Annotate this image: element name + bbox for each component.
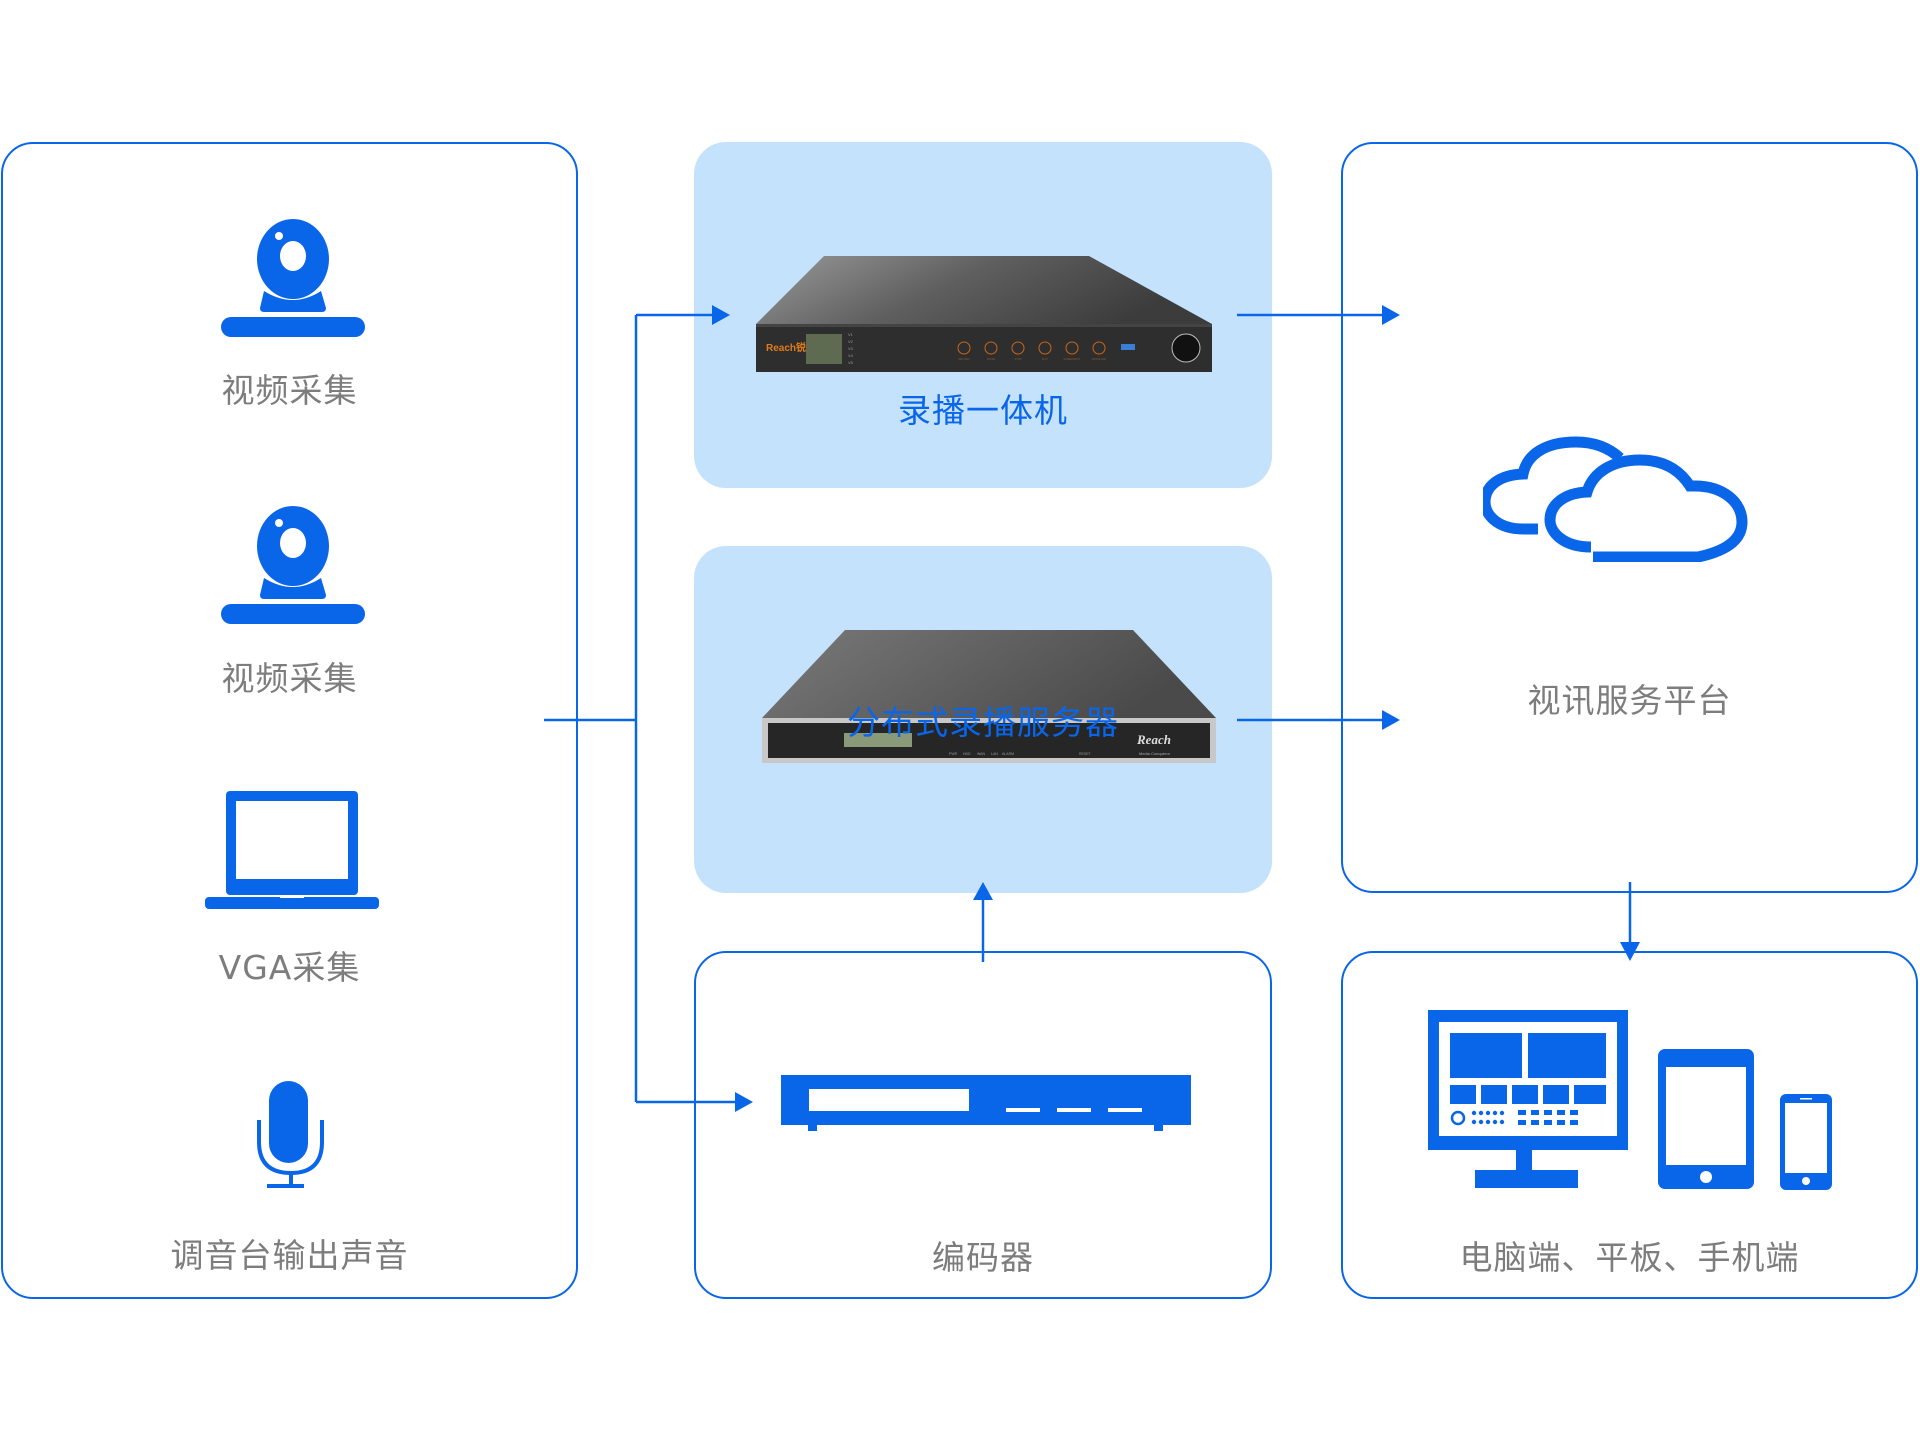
server-panel: PWR HDD WAN LAN ALARM RESET Reach Media … <box>694 546 1272 893</box>
led-label: ALARM <box>1002 752 1014 756</box>
play-button-icon <box>1038 341 1052 355</box>
webcam-icon <box>221 219 365 337</box>
webcam-icon <box>221 506 365 624</box>
led-label: LAN <box>991 752 998 756</box>
sources-panel: 视频采集 视频采集 VGA采集 调音台输出声音 <box>1 142 578 1299</box>
source-label-video-1: 视频采集 <box>221 371 358 410</box>
button-caption: STOP <box>1015 358 1022 361</box>
led-label: WAN <box>977 752 986 756</box>
platform-panel: 视讯服务平台 <box>1341 142 1918 893</box>
led-label: V4 <box>848 353 854 358</box>
recorder-device-image: Reach锐取 V1 V2 V3 V4 V5 RECORD PAUSE STOP… <box>756 256 1212 372</box>
download-button-icon <box>1092 341 1106 355</box>
recorder-brand: Reach锐取 <box>766 341 817 354</box>
led-label: HDD <box>963 752 971 756</box>
button-caption: PAUSE <box>987 358 996 361</box>
reset-label: RESET <box>1079 752 1092 756</box>
platform-label: 视讯服务平台 <box>1527 681 1732 720</box>
button-caption: SCREENSHOT <box>1063 358 1081 361</box>
phone-icon <box>1780 1094 1832 1190</box>
pause-button-icon <box>984 341 998 355</box>
led-label: PWR <box>949 752 958 756</box>
recorder-label: 录播一体机 <box>898 391 1068 430</box>
tablet-icon <box>1658 1049 1754 1189</box>
server-brand: Reach <box>1136 732 1171 747</box>
cloud-icon <box>1483 436 1748 562</box>
record-button-icon <box>957 341 971 355</box>
encoder-label: 编码器 <box>932 1238 1034 1277</box>
volume-knob <box>1171 333 1201 363</box>
button-caption: PLAY <box>1042 358 1049 361</box>
source-label-video-2: 视频采集 <box>221 659 358 698</box>
clients-label: 电脑端、平板、手机端 <box>1459 1238 1800 1277</box>
led-label: V3 <box>848 346 854 351</box>
clients-panel: 电脑端、平板、手机端 <box>1341 951 1918 1299</box>
usb-port <box>1121 344 1135 350</box>
encoder-device-icon <box>781 1075 1191 1131</box>
server-device-image: PWR HDD WAN LAN ALARM RESET Reach Media … <box>762 630 1216 763</box>
button-caption: RECORD <box>959 358 970 361</box>
microphone-icon <box>257 1081 324 1188</box>
screenshot-button-icon <box>1065 341 1079 355</box>
led-label: V5 <box>848 360 854 365</box>
monitor-icon <box>1428 1010 1628 1188</box>
led-label: V1 <box>848 332 854 337</box>
source-label-mixer: 调音台输出声音 <box>170 1236 409 1275</box>
stop-button-icon <box>1011 341 1025 355</box>
recorder-panel: Reach锐取 V1 V2 V3 V4 V5 RECORD PAUSE STOP… <box>694 142 1272 488</box>
server-label: 分布式录播服务器 <box>847 703 1119 742</box>
encoder-panel: 编码器 <box>694 951 1272 1299</box>
laptop-icon <box>205 791 379 909</box>
led-label: V2 <box>848 339 854 344</box>
button-caption: DOWNLOAD <box>1092 358 1107 361</box>
server-tagline: Media Conqueror <box>1139 751 1171 756</box>
source-label-vga: VGA采集 <box>218 948 361 987</box>
